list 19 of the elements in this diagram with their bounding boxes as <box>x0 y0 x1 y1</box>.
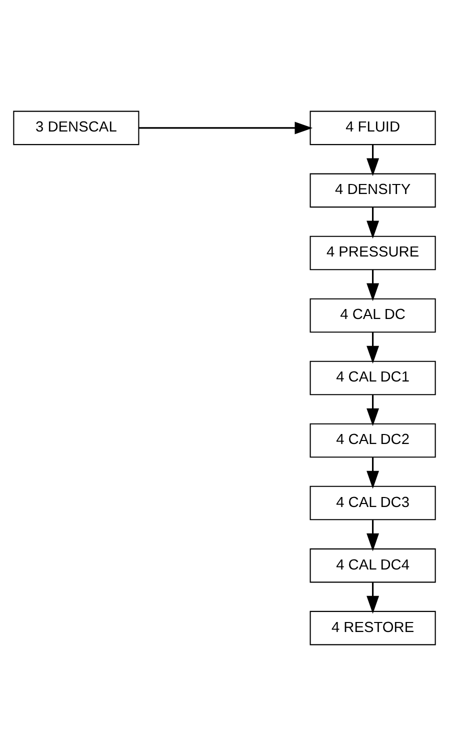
node-box: 4 CAL DC2 <box>310 422 436 458</box>
node-box: 4 PRESSURE <box>310 235 436 270</box>
arrow <box>366 394 380 426</box>
node-box: 4 RESTORE <box>310 610 436 645</box>
arrow <box>366 582 380 614</box>
node-box: 4 CAL DC3 <box>310 485 436 520</box>
arrow <box>366 520 380 551</box>
node-box: 4 FLUID <box>310 110 436 145</box>
arrow <box>366 207 380 238</box>
node-box: 4 CAL DC <box>310 298 436 332</box>
arrow <box>366 270 380 301</box>
node-box: 4 CAL DC1 <box>310 360 436 395</box>
node-box: 4 DENSITY <box>310 172 436 208</box>
arrow <box>366 457 380 488</box>
arrow <box>138 121 313 134</box>
node-box: 4 CAL DC4 <box>310 548 436 582</box>
arrow <box>366 332 380 364</box>
node-box: 3 DENSCAL <box>13 110 140 145</box>
arrow <box>366 144 380 176</box>
